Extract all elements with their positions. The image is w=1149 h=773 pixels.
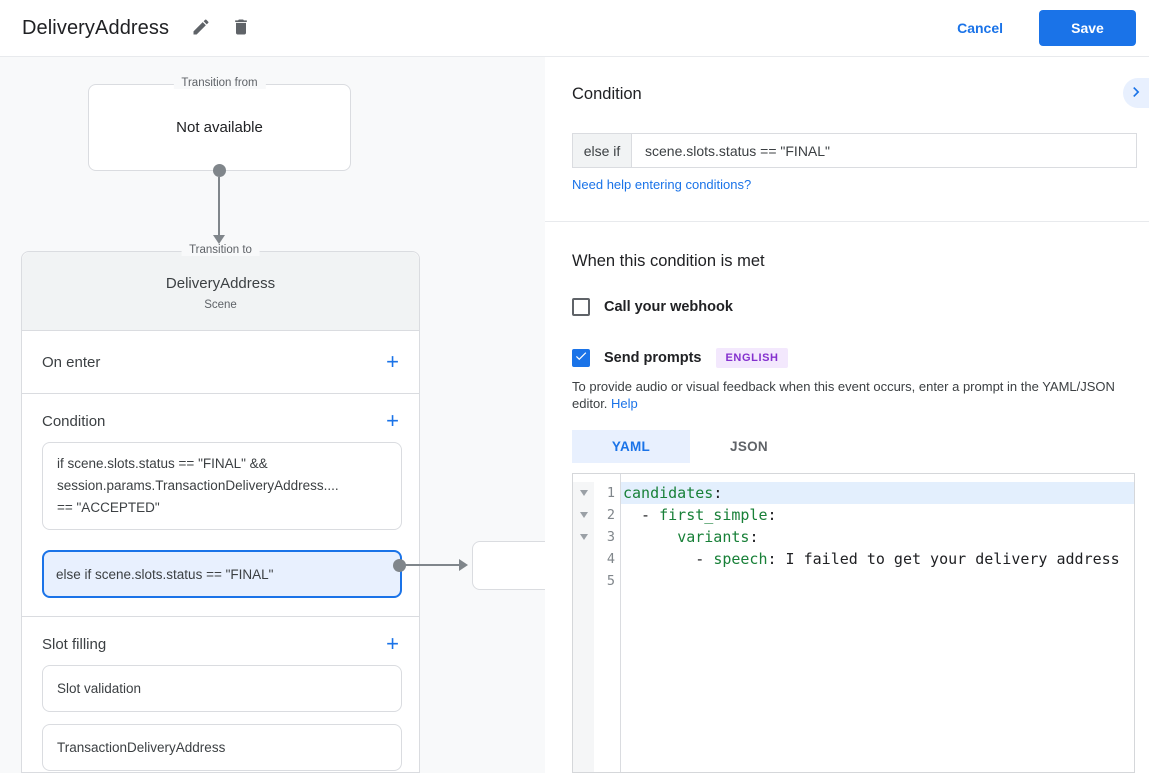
prompts-description-text: To provide audio or visual feedback when… — [572, 379, 1115, 411]
plus-icon: + — [386, 631, 399, 656]
line-number: 3 — [606, 529, 615, 545]
line-number: 1 — [606, 485, 615, 501]
condition-card[interactable]: if scene.slots.status == "FINAL" && sess… — [42, 442, 402, 530]
code-line: candidates: — [621, 482, 1134, 504]
plus-icon: + — [386, 349, 399, 374]
prompts-description: To provide audio or visual feedback when… — [572, 378, 1140, 412]
connector-line-vertical — [218, 177, 220, 235]
editor-tabs: YAML JSON — [572, 430, 808, 463]
code-text: : — [767, 506, 777, 524]
scene-type-label: Scene — [204, 299, 237, 311]
code-key: first_simple — [659, 506, 768, 524]
transition-to-legend: Transition to — [181, 244, 260, 256]
plus-icon: + — [386, 408, 399, 433]
code-text — [623, 528, 677, 546]
tab-yaml[interactable]: YAML — [572, 430, 690, 463]
code-text: : — [749, 528, 759, 546]
condition-card-line: else if scene.slots.status == "FINAL" — [56, 566, 274, 582]
scene-name: DeliveryAddress — [165, 275, 276, 292]
on-enter-label: On enter — [42, 353, 101, 371]
slot-transaction-card[interactable]: TransactionDeliveryAddress — [42, 724, 402, 771]
section-slot-filling: Slot filling + Slot validation Transacti… — [22, 617, 419, 773]
condition-panel: Condition else if Need help entering con… — [545, 57, 1149, 773]
save-button[interactable]: Save — [1039, 10, 1136, 46]
help-link[interactable]: Help — [611, 396, 638, 411]
webhook-row: Call your webhook — [572, 298, 733, 316]
transition-from-box[interactable]: Transition from Not available — [88, 77, 351, 171]
conditions-help-link[interactable]: Need help entering conditions? — [572, 177, 752, 192]
slot-card-label: Slot validation — [57, 681, 142, 696]
code-editor[interactable]: 1 2 3 4 5 candidates: - first_simple: va… — [572, 473, 1135, 773]
check-icon — [574, 349, 588, 368]
code-key: candidates — [623, 484, 714, 502]
collapse-panel-button[interactable] — [1123, 78, 1149, 108]
edit-scene-button[interactable] — [181, 8, 221, 48]
fold-column — [573, 482, 595, 772]
condition-expression-input[interactable] — [632, 133, 1137, 168]
trash-icon — [231, 17, 251, 40]
tab-json[interactable]: JSON — [690, 430, 808, 463]
condition-met-heading: When this condition is met — [572, 252, 765, 270]
section-on-enter: On enter + — [22, 331, 419, 394]
transition-to-box: Transition to DeliveryAddress Scene On e… — [21, 244, 420, 773]
language-badge: ENGLISH — [716, 348, 788, 368]
condition-panel-title: Condition — [572, 85, 642, 103]
code-area[interactable]: candidates: - first_simple: variants: - … — [621, 474, 1134, 772]
code-text: - — [623, 506, 660, 524]
line-number: 4 — [606, 551, 615, 567]
panel-divider — [545, 221, 1149, 222]
slot-validation-card[interactable]: Slot validation — [42, 665, 402, 712]
code-line: variants: — [621, 526, 1134, 548]
prompts-label: Send prompts — [604, 350, 702, 366]
fold-arrow-icon[interactable] — [579, 490, 588, 496]
topbar: DeliveryAddress Cancel Save — [0, 0, 1149, 57]
arrow-down-icon — [213, 235, 225, 244]
condition-prefix-label: else if — [572, 133, 632, 168]
code-key: variants — [677, 528, 750, 546]
flow-canvas: Transition from Not available Transition… — [0, 57, 545, 773]
arrow-right-icon — [459, 559, 468, 571]
editor-gutter: 1 2 3 4 5 — [573, 474, 621, 772]
add-on-enter-button[interactable]: + — [386, 349, 399, 374]
fold-arrow-icon[interactable] — [579, 534, 588, 540]
connector-dot-right — [393, 559, 406, 572]
line-number-column: 1 2 3 4 5 — [594, 482, 620, 772]
condition-card-line: == "ACCEPTED" — [57, 500, 160, 515]
webhook-label: Call your webhook — [604, 299, 733, 315]
code-line: - speech: I failed to get your delivery … — [621, 548, 1134, 570]
section-condition: Condition + if scene.slots.status == "FI… — [22, 394, 419, 617]
add-slot-button[interactable]: + — [386, 631, 399, 656]
transition-from-legend: Transition from — [173, 77, 266, 89]
slot-card-label: TransactionDeliveryAddress — [57, 740, 226, 755]
condition-expression-row: else if — [572, 133, 1137, 168]
connector-dot-top — [213, 164, 226, 177]
code-text: - — [623, 550, 714, 568]
webhook-checkbox[interactable] — [572, 298, 590, 316]
prompts-row: Send prompts ENGLISH — [572, 348, 788, 368]
condition-section-label: Condition — [42, 412, 106, 430]
condition-card-line: if scene.slots.status == "FINAL" && — [57, 456, 268, 471]
code-line: - first_simple: — [621, 504, 1134, 526]
chevron-right-icon — [1126, 82, 1146, 105]
pencil-icon — [191, 17, 211, 40]
scene-header[interactable]: DeliveryAddress Scene — [22, 252, 419, 331]
slot-filling-label: Slot filling — [42, 635, 107, 653]
code-line — [621, 570, 1134, 592]
line-number: 2 — [606, 507, 615, 523]
prompts-checkbox[interactable] — [572, 349, 590, 367]
code-text: : — [713, 484, 723, 502]
line-number: 5 — [606, 573, 615, 589]
delete-scene-button[interactable] — [221, 8, 261, 48]
code-key: speech — [713, 550, 768, 568]
transition-from-content: Not available — [176, 119, 263, 136]
add-condition-button[interactable]: + — [386, 408, 399, 433]
code-text: : I failed to get your delivery address — [767, 550, 1120, 568]
transition-target-box[interactable] — [472, 541, 545, 590]
connector-line-horizontal — [404, 564, 459, 566]
condition-card-selected[interactable]: else if scene.slots.status == "FINAL" — [42, 550, 402, 598]
condition-card-line: session.params.TransactionDeliveryAddres… — [57, 478, 339, 493]
page-title: DeliveryAddress — [22, 16, 170, 39]
cancel-button[interactable]: Cancel — [941, 12, 1019, 44]
fold-arrow-icon[interactable] — [579, 512, 588, 518]
